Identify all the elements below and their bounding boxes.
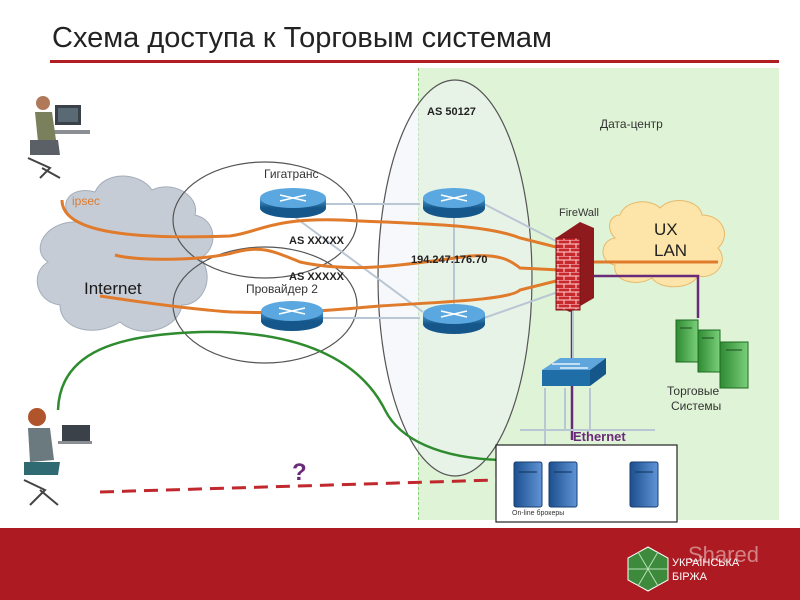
as-main-label: AS 50127 — [427, 106, 476, 118]
brokers-label: On-line брокеры — [512, 509, 564, 517]
user-at-desk-icon — [27, 96, 90, 179]
internet-cloud-icon — [36, 175, 214, 332]
ipsec-label: ipsec — [72, 194, 100, 208]
gigatrans-label: Гигатранс — [264, 167, 319, 181]
dashed-unknown-link — [99, 478, 497, 494]
router-top-icon — [423, 188, 485, 218]
user-with-laptop-icon — [23, 408, 92, 506]
router-bottom-icon — [423, 304, 485, 334]
slide-title: Схема доступа к Торговым системам — [52, 22, 552, 54]
green-access-line — [56, 330, 501, 462]
trading-label-line1: Торговые — [667, 384, 720, 398]
title-underline — [50, 60, 779, 63]
datacenter-label: Дата-центр — [600, 117, 663, 131]
switch-links — [520, 300, 655, 455]
question-mark: ? — [292, 459, 307, 486]
provider2-label: Провайдер 2 — [246, 282, 318, 296]
router-gigatrans-icon — [260, 188, 326, 218]
logo-text-line2: БІРЖА — [672, 571, 708, 583]
as-xxxxx-bottom-label: AS XXXXX — [289, 271, 345, 283]
ip-label: 194.247.176.70 — [411, 254, 487, 266]
internet-label: Internet — [84, 279, 142, 298]
trading-server-icon — [675, 319, 749, 389]
trading-label-line2: Системы — [671, 399, 721, 413]
logo-text-line1: УКРАЇНСЬКА — [672, 557, 740, 569]
ethernet-label: Ethernet — [573, 429, 626, 444]
watermark-text: Shared — [688, 542, 759, 567]
ux-lan-label-line1: UX — [654, 220, 678, 239]
firewall-label: FireWall — [559, 207, 599, 219]
ux-lan-label-line2: LAN — [654, 241, 687, 260]
as-xxxxx-top-label: AS XXXXX — [289, 235, 345, 247]
broker-server-icon — [513, 461, 659, 508]
logo-icon — [627, 546, 669, 592]
router-provider2-icon — [261, 301, 323, 331]
firewall-icon — [555, 222, 594, 312]
orange-route-lines — [60, 199, 718, 315]
switch-icon — [542, 358, 606, 386]
